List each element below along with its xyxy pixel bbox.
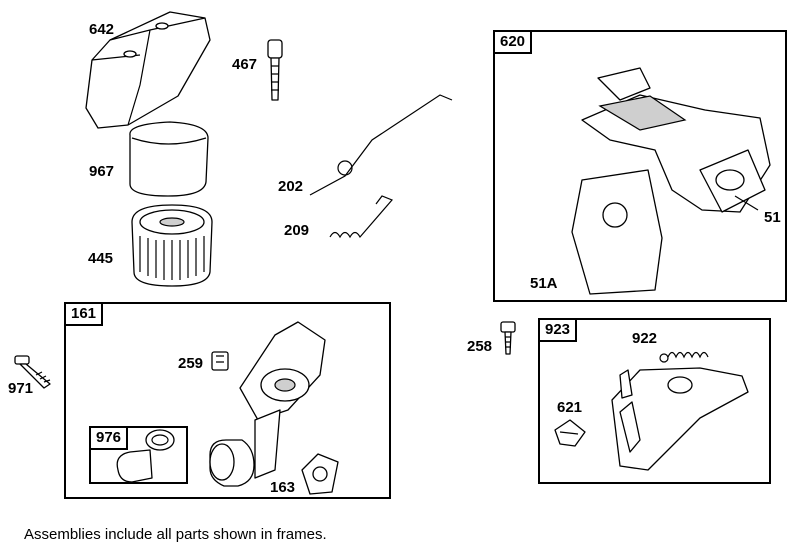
frame-620: 620 [493,30,787,302]
label-967: 967 [89,163,115,180]
caption: Assemblies include all parts shown in fr… [24,526,327,543]
label-467: 467 [232,56,258,73]
frame-161: 161 [64,302,391,499]
frame-976-tag: 976 [89,426,129,450]
label-51: 51 [764,209,781,226]
link-rod-202 [309,94,453,196]
air-filter-cartridge-445 [131,204,213,287]
control-bracket-620 [571,67,771,295]
part-467 [267,39,283,101]
bolt-971 [14,355,51,389]
label-258: 258 [467,338,493,355]
spring-209 [329,195,394,239]
frame-923: 923 [538,318,771,484]
label-971: 971 [8,380,34,397]
frame-620-tag: 620 [493,30,533,54]
frame-161-tag: 161 [64,302,104,326]
air-cleaner-base-161 [209,321,339,495]
label-202: 202 [278,178,304,195]
label-209: 209 [284,222,310,239]
label-445: 445 [88,250,114,267]
label-163: 163 [270,479,296,496]
pre-cleaner-967 [129,121,209,197]
label-642: 642 [89,21,115,38]
air-cleaner-cover-642 [85,11,211,129]
screw-258 [500,321,516,355]
label-922: 922 [632,330,658,347]
governor-control-923 [554,351,749,471]
primer-bulb-976 [116,429,175,483]
frame-923-tag: 923 [538,318,578,342]
frame-976: 976 [89,426,188,484]
label-51a: 51A [530,275,558,292]
label-259: 259 [178,355,204,372]
label-621: 621 [557,399,583,416]
